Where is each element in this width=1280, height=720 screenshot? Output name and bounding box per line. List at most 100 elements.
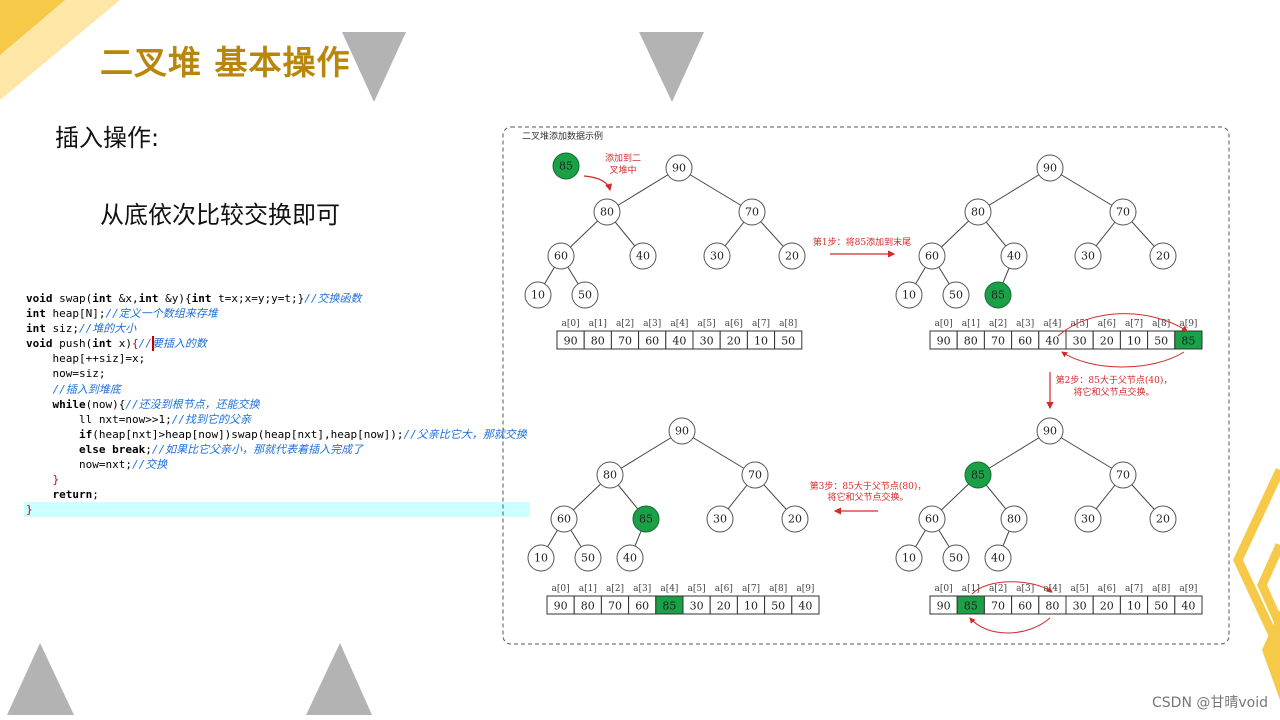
tree-node-value: 50	[949, 552, 963, 565]
code-line: else break;//如果比它父亲小，那就代表着插入完成了	[24, 442, 530, 457]
array-cell-value: 80	[964, 335, 978, 348]
array-index-label: a[8]	[779, 319, 797, 329]
tree-node	[964, 461, 992, 489]
tree-node	[1036, 417, 1064, 445]
code-token: //定义一个数组来存堆	[105, 307, 218, 321]
code-token	[26, 398, 53, 411]
array-cell-value: 50	[1154, 600, 1168, 613]
array-index-label: a[3]	[1016, 584, 1034, 594]
code-token: siz;	[45, 322, 79, 336]
tree-node	[629, 242, 657, 270]
tree-node-value: 20	[1156, 513, 1170, 526]
code-token	[26, 428, 79, 441]
tree-node	[632, 505, 660, 533]
tree-node	[1000, 242, 1028, 270]
array-index-label: a[4]	[670, 319, 688, 329]
code-token: break	[112, 442, 146, 456]
array-cell-value: 20	[727, 335, 741, 348]
tree-node-value: 10	[534, 552, 548, 565]
tree-edge	[1049, 167, 1124, 213]
tree-node	[593, 198, 621, 226]
tree-node-value: 20	[1156, 250, 1170, 263]
code-token: //父亲比它大，那就交换	[403, 427, 527, 441]
array-cell-value: 60	[645, 335, 659, 348]
array-cell-value: 60	[635, 600, 649, 613]
array-index-label: a[2]	[606, 584, 624, 594]
code-token: //交换函数	[304, 292, 362, 305]
code-token: now=nxt;	[26, 458, 132, 472]
tree-node-value: 80	[603, 469, 617, 482]
tree-node-value: 10	[902, 552, 916, 565]
array-index-label: a[7]	[742, 584, 760, 594]
array-index-label: a[3]	[1016, 319, 1034, 329]
tree-node-value: 50	[581, 552, 595, 565]
code-token: //要插入的数	[138, 337, 207, 351]
tree-node	[665, 154, 693, 182]
code-token: void	[26, 292, 53, 305]
step3-label: 将它和父节点交换。	[827, 491, 908, 503]
tree-node-value: 50	[578, 289, 592, 302]
code-token: (now){	[85, 397, 126, 411]
array-cell-value: 10	[744, 600, 758, 613]
array-cell-value: 30	[690, 600, 704, 613]
chevron-decor-right-3	[1262, 610, 1280, 700]
tree-node	[574, 544, 602, 572]
code-token: now=siz;	[26, 367, 106, 381]
array-cell-value: 70	[608, 600, 622, 613]
code-line: void push(int x){//要插入的数	[24, 336, 530, 352]
code-token: void	[26, 337, 53, 351]
chevron-decor-right-1	[1233, 468, 1280, 652]
tree-node	[918, 242, 946, 270]
tree-node	[550, 505, 578, 533]
tree-node	[616, 544, 644, 572]
code-line: }	[24, 472, 530, 487]
array-cell-value: 70	[991, 600, 1005, 613]
tree-node	[1036, 154, 1064, 182]
array-cell-value: 50	[771, 600, 785, 613]
tree-node-value: 85	[971, 469, 985, 482]
tree-edge	[609, 430, 683, 476]
tree-node-value: 90	[672, 162, 686, 175]
tree-node-value: 80	[1007, 513, 1021, 526]
array-cell-value: 90	[937, 335, 951, 348]
tree-node-value: 40	[1007, 250, 1021, 263]
array-cell	[774, 330, 803, 350]
tree-node	[596, 461, 624, 489]
array-cell-value: 80	[591, 335, 605, 348]
code-token: int	[138, 292, 159, 305]
array-cell-value: 80	[581, 600, 595, 613]
tree-node	[1074, 242, 1102, 270]
text-cursor	[152, 336, 154, 352]
array-index-label: a[3]	[643, 319, 661, 329]
section-heading: 插入操作:	[55, 124, 160, 152]
array-index-label: a[4]	[1043, 319, 1061, 329]
code-line: int heap[N];//定义一个数组来存堆	[24, 306, 530, 321]
csdn-watermark: CSDN @甘晴void	[1152, 695, 1268, 711]
tree-node-value: 40	[991, 552, 1005, 565]
code-token: int	[191, 292, 212, 305]
tree-node-value: 60	[925, 513, 939, 526]
slide-title: 二叉堆 基本操作	[100, 43, 351, 82]
tree-node	[1109, 461, 1137, 489]
array-cell-value: 85	[964, 600, 978, 613]
new-node-label: 叉堆中	[609, 164, 636, 176]
array-cell-value: 40	[798, 600, 812, 613]
tree-edge	[977, 167, 1051, 213]
tree-node-value: 60	[557, 513, 571, 526]
tree-node-value: 70	[745, 206, 759, 219]
code-token: push(	[52, 337, 93, 351]
array-cell-value: 60	[1018, 335, 1032, 348]
code-token: int	[26, 307, 46, 321]
tree-node	[741, 461, 769, 489]
tree-node	[703, 242, 731, 270]
swap-arrow-top-2	[971, 581, 1053, 595]
array-index-label: a[5]	[688, 584, 706, 594]
code-line: int siz;//堆的大小	[24, 321, 530, 336]
code-token: {	[132, 337, 139, 351]
code-token: else	[78, 442, 106, 456]
tree-node	[942, 281, 970, 309]
chevron-decor-right-2	[1257, 543, 1280, 627]
tree-node	[668, 417, 696, 445]
step3-label: 第3步：85大于父节点(80)，	[810, 480, 927, 492]
tree-node	[781, 505, 809, 533]
